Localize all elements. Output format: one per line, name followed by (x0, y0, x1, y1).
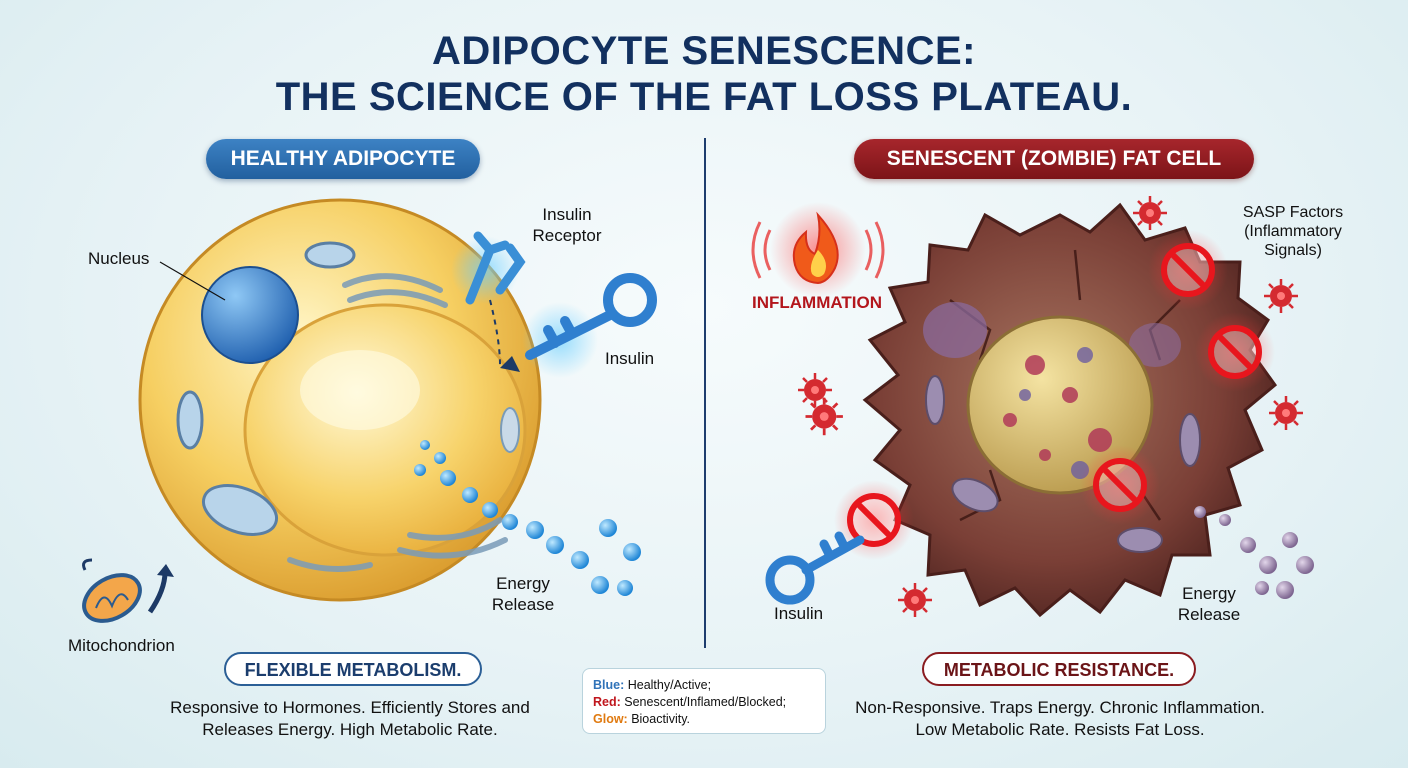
sasp-factors-label: SASP Factors (Inflammatory Signals) (1228, 203, 1358, 260)
virus-icon (1262, 277, 1300, 315)
metabolic-resistance-badge: METABOLIC RESISTANCE. (922, 652, 1196, 686)
insulin-label-healthy: Insulin (605, 349, 655, 368)
title-line-1: ADIPOCYTE SENESCENCE: (432, 29, 976, 73)
mitochondrion-label: Mitochondrion (68, 636, 175, 655)
energy-release-label-senescent: Energy Release (1174, 583, 1244, 625)
inflammation-label: INFLAMMATION (752, 293, 882, 312)
virus-icon (1267, 394, 1305, 432)
legend-red-text: Senescent/Inflamed/Blocked; (620, 695, 787, 709)
energy-release-senescent-line2: Release (1177, 605, 1241, 624)
healthy-description-line1: Responsive to Hormones. Efficiently Stor… (170, 698, 530, 717)
title-line-2: THE SCIENCE OF THE FAT LOSS PLATEAU. (275, 75, 1133, 119)
healthy-description-line2: Releases Energy. High Metabolic Rate. (202, 720, 498, 739)
page-title: ADIPOCYTE SENESCENCE: THE SCIENCE OF THE… (0, 28, 1408, 120)
flame-icon (751, 202, 885, 298)
insulin-receptor-label-line1: Insulin (542, 205, 592, 224)
blocked-icon (1195, 312, 1275, 392)
legend-red: Red: Senescent/Inflamed/Blocked; (593, 694, 815, 711)
virus-icon (896, 581, 934, 619)
mitochondrion-icon (82, 558, 174, 623)
center-divider (704, 138, 706, 648)
insulin-receptor-label-line2: Receptor (532, 226, 602, 245)
healthy-header: HEALTHY ADIPOCYTE (206, 139, 480, 179)
healthy-cell (138, 198, 657, 602)
sasp-line3: Signals) (1264, 242, 1322, 259)
legend-glow: Glow: Bioactivity. (593, 711, 815, 728)
legend-blue: Blue: Healthy/Active; (593, 677, 815, 694)
energy-release-senescent-line1: Energy (1182, 584, 1236, 603)
flexible-metabolism-badge: FLEXIBLE METABOLISM. (224, 652, 482, 686)
senescent-description: Non-Responsive. Traps Energy. Chronic In… (830, 697, 1290, 741)
legend-blue-key: Blue: (593, 678, 625, 692)
senescent-description-line1: Non-Responsive. Traps Energy. Chronic In… (855, 698, 1265, 717)
blocked-icon (1148, 230, 1228, 310)
key-icon (765, 531, 865, 605)
energy-release-healthy-line2: Release (491, 595, 555, 614)
sasp-line1: SASP Factors (1242, 204, 1344, 221)
energy-release-label-healthy: Energy Release (488, 573, 558, 615)
virus-icon (1131, 194, 1169, 232)
legend-glow-key: Glow: (593, 712, 628, 726)
color-legend: Blue: Healthy/Active; Red: Senescent/Inf… (582, 668, 826, 734)
energy-release-healthy-line1: Energy (496, 574, 550, 593)
insulin-label-senescent: Insulin (774, 604, 824, 623)
legend-red-key: Red: (593, 695, 621, 709)
insulin-receptor-label: Insulin Receptor (532, 204, 602, 246)
senescent-header: SENESCENT (ZOMBIE) FAT CELL (854, 139, 1254, 179)
legend-glow-text: Bioactivity. (627, 712, 691, 726)
blocked-icon (1080, 445, 1160, 525)
senescent-description-line2: Low Metabolic Rate. Resists Fat Loss. (915, 720, 1205, 739)
healthy-description: Responsive to Hormones. Efficiently Stor… (140, 697, 560, 741)
virus-icon (804, 396, 845, 437)
nucleus-label: Nucleus (88, 249, 150, 268)
sasp-line2: (Inflammatory (1244, 223, 1342, 240)
virus-icon (796, 371, 834, 409)
legend-blue-text: Healthy/Active; (624, 678, 712, 692)
